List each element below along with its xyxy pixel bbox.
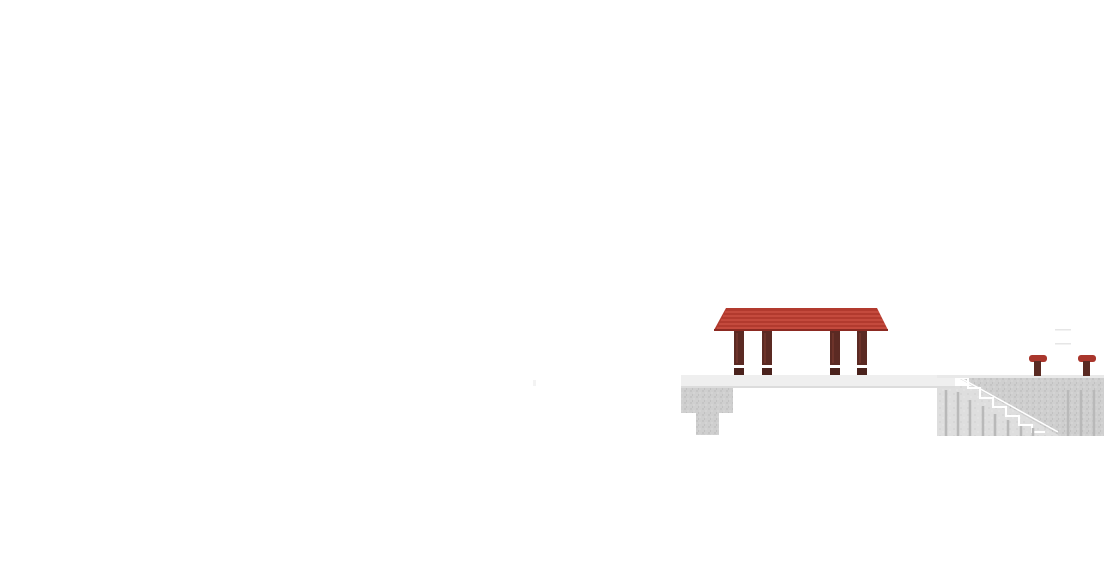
pier-foundation-left — [681, 386, 733, 435]
bollards — [1029, 355, 1096, 376]
pavilion-roof — [714, 308, 888, 330]
bollard-right — [1078, 355, 1096, 376]
pavilion-pillars — [734, 331, 867, 365]
bollard-left — [1029, 355, 1047, 376]
distant-marks — [533, 329, 1071, 386]
pier-platform — [681, 375, 1104, 388]
stairs — [937, 375, 1104, 436]
pavilion — [714, 308, 888, 375]
